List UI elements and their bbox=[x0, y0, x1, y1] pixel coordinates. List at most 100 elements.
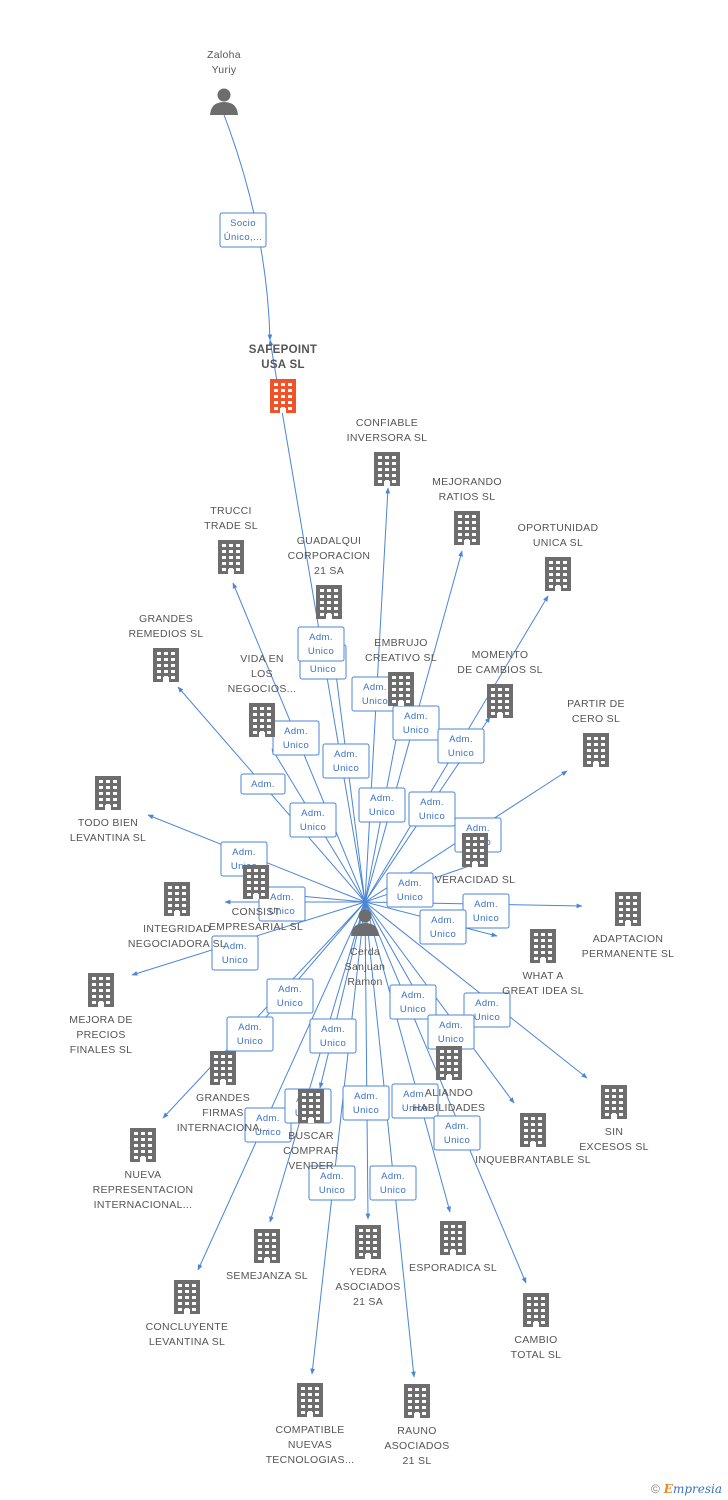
node-compatible[interactable]: COMPATIBLENUEVASTECNOLOGIAS... bbox=[266, 1383, 355, 1466]
building-icon[interactable] bbox=[583, 733, 609, 767]
edge-label-aliando[interactable]: Adm.Unico bbox=[389, 984, 437, 1020]
node-inquebrantable[interactable]: INQUEBRANTABLE SL bbox=[475, 1113, 591, 1166]
node-label[interactable]: TOTAL SL bbox=[511, 1349, 562, 1361]
edge-label-guadalqui[interactable]: Adm.Unico bbox=[322, 743, 370, 779]
node-label[interactable]: FIRMAS bbox=[202, 1107, 243, 1119]
node-label[interactable]: ASOCIADOS bbox=[335, 1281, 400, 1293]
node-label[interactable]: 21 SA bbox=[314, 565, 344, 577]
building-icon[interactable] bbox=[462, 833, 488, 867]
node-label[interactable]: DE CAMBIOS SL bbox=[457, 664, 543, 676]
node-label[interactable]: ALIANDO bbox=[425, 1087, 473, 1099]
building-icon[interactable] bbox=[270, 379, 296, 413]
node-semejanza[interactable]: SEMEJANZA SL bbox=[226, 1229, 308, 1282]
node-vida[interactable]: VIDA ENLOSNEGOCIOS... bbox=[228, 653, 297, 737]
building-icon[interactable] bbox=[454, 511, 480, 545]
node-label[interactable]: CERO SL bbox=[572, 713, 620, 725]
node-label[interactable]: Zaloha bbox=[207, 49, 241, 61]
edge-label-sin[interactable]: Adm.Unico bbox=[463, 992, 511, 1028]
edge-label-grandes-firmas[interactable]: Adm.Unico bbox=[226, 1016, 274, 1052]
node-label[interactable]: EMPRESARIAL SL bbox=[209, 921, 303, 933]
node-label[interactable]: CORPORACION bbox=[288, 550, 371, 562]
node-label[interactable]: SEMEJANZA SL bbox=[226, 1270, 308, 1282]
node-todo-bien[interactable]: TODO BIEN LEVANTINA SL bbox=[70, 776, 146, 844]
node-label[interactable]: BUSCAR bbox=[288, 1130, 334, 1142]
footer-brand[interactable]: ©Empresia bbox=[651, 1482, 722, 1496]
building-icon[interactable] bbox=[95, 776, 121, 810]
node-label[interactable]: PRECIOS bbox=[76, 1029, 125, 1041]
node-guadalqui[interactable]: GUADALQUI CORPORACION 21 SA bbox=[288, 535, 371, 619]
node-label[interactable]: PERMANENTE SL bbox=[582, 948, 675, 960]
node-label[interactable]: INTEGRIDAD bbox=[143, 923, 211, 935]
node-label[interactable]: TRADE SL bbox=[204, 520, 258, 532]
building-icon[interactable] bbox=[440, 1221, 466, 1255]
building-icon[interactable] bbox=[374, 452, 400, 486]
building-icon[interactable] bbox=[523, 1293, 549, 1327]
building-icon[interactable] bbox=[530, 929, 556, 963]
node-label[interactable]: LEVANTINA SL bbox=[70, 832, 146, 844]
edge-label-mejorando[interactable]: Adm.Unico bbox=[392, 705, 440, 741]
edge-label-trucci[interactable]: Adm.Unico bbox=[272, 720, 320, 756]
building-icon[interactable] bbox=[298, 1089, 324, 1123]
node-label[interactable]: MEJORANDO bbox=[432, 476, 502, 488]
node-veracidad[interactable]: VERACIDAD SL bbox=[435, 833, 516, 886]
edge-label-yedra[interactable]: Adm.Unico bbox=[342, 1085, 390, 1121]
building-icon[interactable] bbox=[249, 703, 275, 737]
node-label[interactable]: Sanjuan bbox=[345, 961, 386, 973]
building-icon[interactable] bbox=[218, 540, 244, 574]
edge-label-oportunidad[interactable]: Adm.Unico bbox=[437, 728, 485, 764]
building-icon[interactable] bbox=[601, 1085, 627, 1119]
edge-label-cambio[interactable]: Adm.Unico bbox=[433, 1115, 481, 1151]
edge-label-veracidad[interactable]: Adm.Unico bbox=[386, 872, 434, 908]
edge-label-embrujo[interactable]: Adm.Unico bbox=[358, 787, 406, 823]
node-label[interactable]: MOMENTO bbox=[472, 649, 529, 661]
node-label[interactable]: CREATIVO SL bbox=[365, 652, 437, 664]
node-label[interactable]: VERACIDAD SL bbox=[435, 874, 516, 886]
building-icon[interactable] bbox=[404, 1384, 430, 1418]
node-label[interactable]: ASOCIADOS bbox=[384, 1440, 449, 1452]
node-label[interactable]: OPORTUNIDAD bbox=[518, 522, 599, 534]
node-label[interactable]: GUADALQUI bbox=[297, 535, 362, 547]
edge-label-nueva[interactable]: Adm.Unico bbox=[244, 1107, 292, 1143]
node-label[interactable]: NEGOCIOS... bbox=[228, 683, 297, 695]
node-momento[interactable]: MOMENTO DE CAMBIOS SL bbox=[457, 649, 543, 718]
node-label[interactable]: ADAPTACION bbox=[593, 933, 663, 945]
building-icon[interactable] bbox=[388, 672, 414, 706]
building-icon[interactable] bbox=[210, 1051, 236, 1085]
node-grandes-firmas[interactable]: GRANDESFIRMASINTERNACIONA... bbox=[177, 1051, 270, 1134]
edge-label-rauno[interactable]: Adm.Unico bbox=[369, 1165, 417, 1201]
node-label[interactable]: INVERSORA SL bbox=[347, 432, 428, 444]
node-label[interactable]: TODO BIEN bbox=[78, 817, 138, 829]
node-label[interactable]: NEGOCIADORA SL bbox=[128, 938, 226, 950]
building-icon[interactable] bbox=[316, 585, 342, 619]
building-icon[interactable] bbox=[254, 1229, 280, 1263]
building-icon[interactable] bbox=[487, 684, 513, 718]
node-label[interactable]: INQUEBRANTABLE SL bbox=[475, 1154, 591, 1166]
edge-label-integridad[interactable]: Adm.Unico bbox=[211, 935, 259, 971]
building-icon[interactable] bbox=[174, 1280, 200, 1314]
edge-label-buscar[interactable]: Adm.Unico bbox=[309, 1018, 357, 1054]
edge-label-compatible[interactable]: Adm.Unico bbox=[308, 1165, 356, 1201]
node-label[interactable]: Cerda bbox=[350, 946, 380, 958]
node-label[interactable]: INTERNACIONA... bbox=[177, 1122, 270, 1134]
building-icon[interactable] bbox=[355, 1225, 381, 1259]
building-icon[interactable] bbox=[153, 648, 179, 682]
edge-label-consist[interactable]: Adm.Unico bbox=[258, 886, 306, 922]
edge-label-esporadica[interactable]: Adm.Unico bbox=[391, 1083, 439, 1119]
node-label[interactable]: ESPORADICA SL bbox=[409, 1262, 497, 1274]
node-integridad[interactable]: INTEGRIDAD NEGOCIADORA SL bbox=[128, 882, 226, 950]
person-icon[interactable] bbox=[210, 88, 238, 116]
node-label[interactable]: REPRESENTACION bbox=[93, 1184, 194, 1196]
node-label[interactable]: COMPRAR bbox=[283, 1145, 339, 1157]
